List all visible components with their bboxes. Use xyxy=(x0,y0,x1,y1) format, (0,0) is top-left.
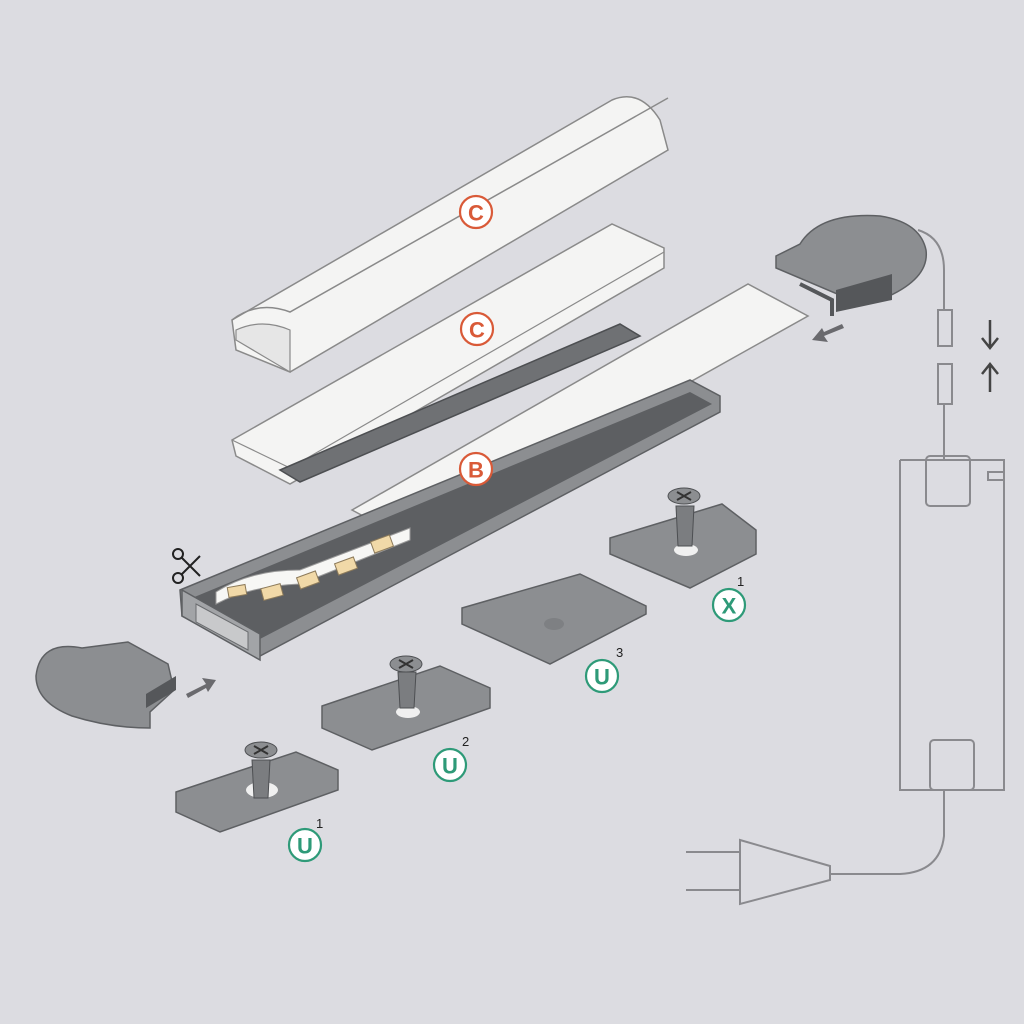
svg-text:U: U xyxy=(297,834,313,859)
svg-text:X: X xyxy=(722,594,737,619)
mounting-clip-x1 xyxy=(609,487,757,589)
mounting-clip-u2 xyxy=(321,655,491,751)
label-clip-u1: U 1 xyxy=(287,816,323,863)
end-cap-left xyxy=(35,641,176,729)
arrow-icon xyxy=(812,324,844,342)
label-clip-u3: U 3 xyxy=(584,645,623,694)
svg-text:U: U xyxy=(594,665,610,690)
compress-arrows-icon xyxy=(981,320,999,392)
profile-insert-strip xyxy=(278,323,642,483)
led-strip xyxy=(215,527,411,605)
svg-text:B: B xyxy=(468,458,484,483)
label-clip-u2: U 2 xyxy=(432,734,469,783)
arrow-icon xyxy=(186,678,216,698)
mounting-clip-u1 xyxy=(175,741,339,833)
svg-text:1: 1 xyxy=(316,816,323,831)
label-profile: B xyxy=(458,451,494,487)
label-clip-x1: X 1 xyxy=(711,574,747,623)
svg-text:U: U xyxy=(442,754,458,779)
svg-text:C: C xyxy=(468,201,484,226)
scissors-icon xyxy=(172,548,201,584)
svg-text:C: C xyxy=(469,318,485,343)
power-supply-line-art xyxy=(686,229,1005,906)
svg-text:3: 3 xyxy=(616,645,623,660)
label-cover-round: C xyxy=(458,194,494,230)
label-cover-flat: C xyxy=(459,311,495,347)
aluminium-profile xyxy=(179,379,721,662)
end-cap-right xyxy=(775,214,927,316)
svg-text:1: 1 xyxy=(737,574,744,589)
rounded-diffuser-cover xyxy=(231,96,669,374)
mounting-clip-u3 xyxy=(461,573,647,665)
svg-text:2: 2 xyxy=(462,734,469,749)
